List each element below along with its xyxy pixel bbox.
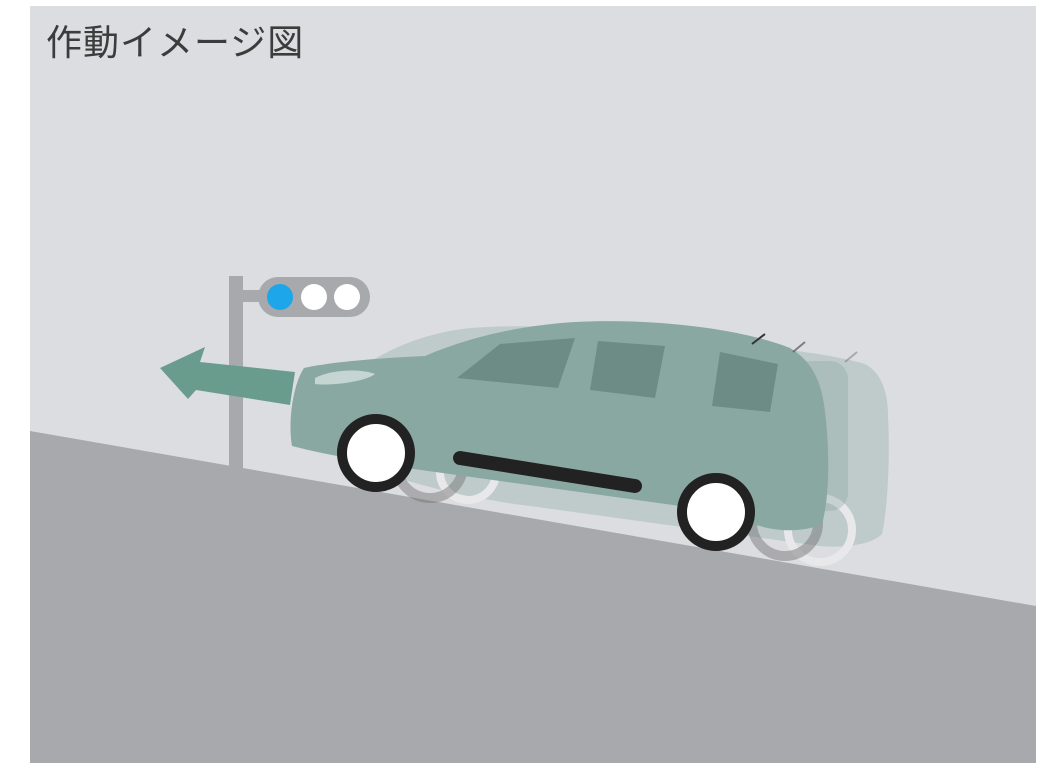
scene-illustration [30,6,1036,763]
signal-lamp-yellow [301,284,327,310]
car-front-wheel [342,419,410,487]
page-title: 作動イメージ図 [46,22,304,66]
signal-lamp-red [334,284,360,310]
illustration-panel: 作動イメージ図 [30,6,1036,763]
signal-lamp-green [267,284,293,310]
car-rear-wheel [682,478,750,546]
signal-arm [229,290,261,302]
car-window-middle [590,341,665,398]
